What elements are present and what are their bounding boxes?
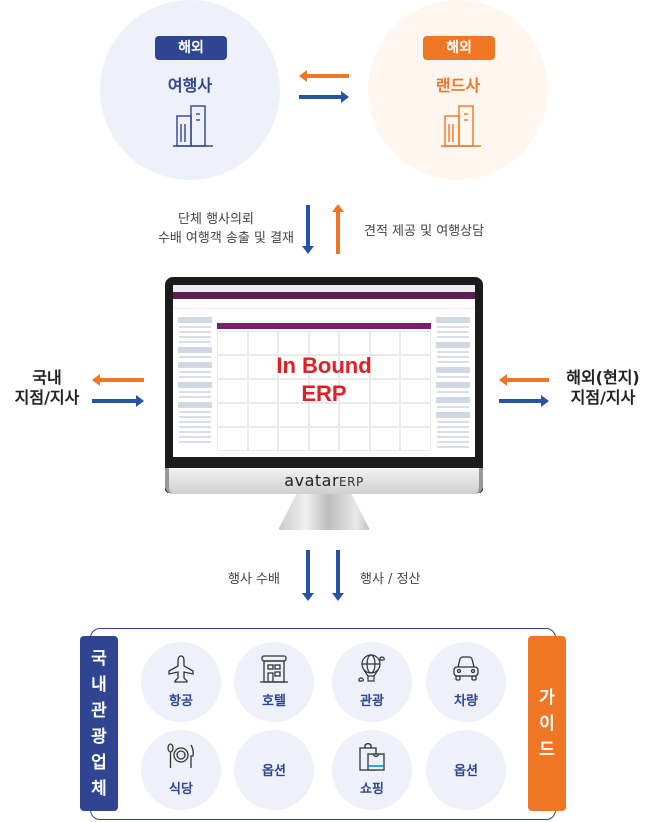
- travel-agency-title: 여행사: [167, 76, 213, 95]
- overseas-label-line2: 지점/지사: [570, 388, 636, 407]
- arrow-down-icon: [302, 550, 314, 601]
- domestic-branch-label: 국내 지점/지사: [14, 368, 80, 408]
- erp-monitor: In Bound ERP: [165, 277, 483, 493]
- quote-label: 견적 제공 및 여행상담: [364, 224, 485, 239]
- service-label: 옵션: [262, 764, 286, 779]
- calendar-header: [217, 323, 431, 329]
- service-airline: 항공: [141, 642, 221, 722]
- inbound-label: In Bound: [276, 353, 372, 378]
- overseas-travel-agency-node: 해외 여행사: [100, 0, 280, 180]
- hot-air-balloon-icon: [358, 654, 385, 682]
- service-label: 호텔: [262, 694, 286, 709]
- service-label: 차량: [454, 694, 478, 709]
- settlement-label: 행사 / 정산: [360, 572, 421, 587]
- tag-char: 광: [91, 726, 107, 747]
- service-option: 옵션: [234, 730, 314, 810]
- restaurant-icon: [167, 743, 194, 768]
- monitor-chin: avatarERP: [165, 468, 483, 494]
- arrow-down-icon: [302, 205, 314, 254]
- service-label: 관광: [360, 694, 384, 709]
- arrow-right-icon: [92, 395, 144, 407]
- calendar-grid: [217, 331, 431, 451]
- service-restaurant: 식당: [141, 730, 221, 810]
- tag-char: 국: [91, 648, 107, 669]
- land-operator-title: 랜드사: [435, 76, 481, 95]
- tag-char: 내: [91, 674, 107, 695]
- browser-url-bar: [173, 285, 475, 292]
- overseas-branch-label: 해외(현지) 지점/지사: [560, 368, 646, 408]
- service-sightseeing: 관광: [332, 642, 412, 722]
- arrow-right-icon: [299, 91, 349, 103]
- guide-tag: 가 이 드: [528, 636, 566, 811]
- domestic-label-line2: 지점/지사: [14, 388, 80, 407]
- tag-char: 업: [91, 752, 107, 773]
- erp-screen: In Bound ERP: [173, 285, 475, 457]
- tag-char: 관: [91, 700, 107, 721]
- erp-left-panel: [175, 313, 215, 457]
- building-icon: [173, 105, 213, 147]
- overseas-tag: 해외: [155, 36, 227, 60]
- overseas-tag: 해외: [423, 36, 495, 60]
- domestic-label-line1: 국내: [32, 368, 62, 387]
- service-vehicle: 차량: [426, 642, 506, 722]
- service-label: 옵션: [454, 764, 478, 779]
- arrow-left-icon: [299, 70, 349, 82]
- airplane-icon: [168, 655, 194, 683]
- car-icon: [453, 656, 479, 681]
- request-label-line1: 단체 행사의뢰: [178, 212, 254, 227]
- tag-char: 체: [91, 778, 107, 799]
- erp-calendar: [217, 323, 431, 451]
- overseas-land-operator-node: 해외 랜드사: [368, 0, 548, 180]
- service-option: 옵션: [426, 730, 506, 810]
- service-shopping: 쇼핑: [332, 730, 412, 810]
- arrow-up-icon: [332, 204, 344, 254]
- brand-main: avatar: [284, 471, 340, 490]
- arrangement-label: 행사 수배: [228, 572, 280, 587]
- building-icon: [441, 105, 481, 147]
- arrow-right-icon: [499, 395, 549, 407]
- tag-char: 드: [539, 739, 555, 760]
- tag-char: 이: [539, 713, 555, 734]
- brand-suffix: ERP: [339, 475, 364, 489]
- erp-label: ERP: [301, 381, 347, 406]
- overseas-label-line1: 해외(현지): [566, 368, 640, 387]
- arrow-left-icon: [499, 374, 549, 386]
- request-label-line2: 수배 여행객 송출 및 결재: [157, 231, 294, 246]
- service-label: 항공: [169, 694, 193, 709]
- arrow-left-icon: [92, 374, 144, 386]
- service-hotel: 호텔: [234, 642, 314, 722]
- arrow-down-icon: [332, 550, 344, 601]
- service-label: 식당: [169, 782, 193, 797]
- request-label: 단체 행사의뢰 수배 여행객 송출 및 결재: [108, 210, 294, 248]
- tag-char: 가: [539, 687, 555, 708]
- avatar-erp-logo: avatarERP: [169, 471, 479, 490]
- service-label: 쇼핑: [360, 782, 384, 797]
- erp-right-panel: [433, 313, 473, 457]
- hotel-icon: [260, 655, 288, 683]
- erp-toolbar: [173, 299, 475, 309]
- monitor-stand: [278, 494, 370, 530]
- domestic-tourism-vendors-tag: 국 내 관 광 업 체: [80, 636, 118, 811]
- shopping-bag-icon: [359, 742, 385, 771]
- erp-nav-bar: [173, 292, 475, 299]
